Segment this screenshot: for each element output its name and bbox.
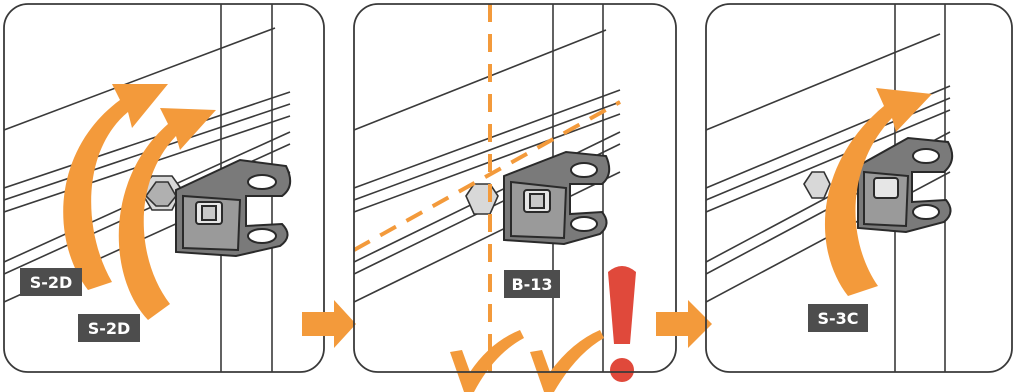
part-label: S-2D [78, 314, 140, 342]
exclamation-icon [608, 266, 636, 382]
svg-text:S-3C: S-3C [817, 309, 858, 328]
check-icon [450, 330, 524, 392]
svg-text:S-2D: S-2D [88, 319, 131, 338]
bracket-clamp [858, 138, 952, 232]
svg-text:B-13: B-13 [511, 275, 552, 294]
panel-step-1: S-2D S-2D [4, 4, 324, 372]
panel-step-3: S-3C [706, 4, 1012, 372]
part-label: S-3C [808, 304, 868, 332]
bracket-clamp [176, 160, 290, 256]
check-icon [530, 330, 604, 392]
part-label: B-13 [504, 270, 560, 298]
next-arrow-icon [302, 300, 356, 348]
part-label: S-2D [20, 268, 82, 296]
svg-text:S-2D: S-2D [30, 273, 73, 292]
panel-step-2: B-13 [354, 4, 676, 392]
bracket-clamp [504, 152, 609, 244]
next-arrow-icon [656, 300, 712, 348]
